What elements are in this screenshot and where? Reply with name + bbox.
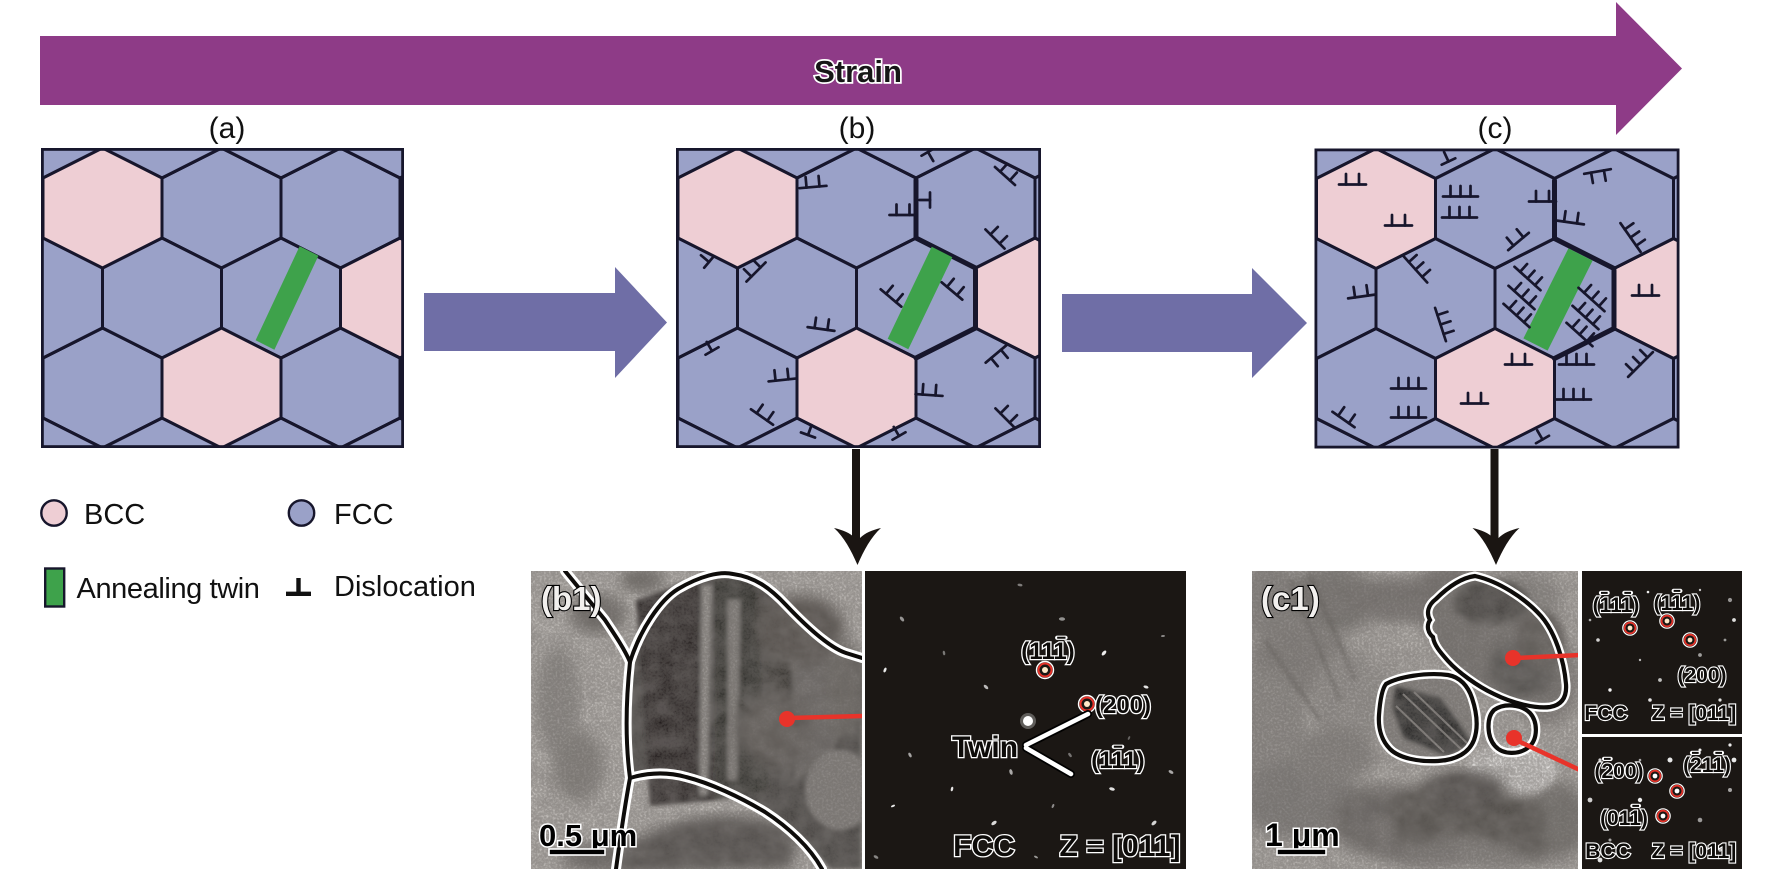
svg-text:BCC: BCC (1585, 840, 1631, 863)
svg-text:(c1): (c1) (1261, 580, 1320, 617)
svg-text:FCC: FCC (953, 830, 1015, 863)
svg-text:FCC: FCC (334, 499, 394, 531)
svg-text:Z = [011]: Z = [011] (1652, 702, 1737, 725)
svg-text:(c): (c) (1478, 112, 1513, 145)
svg-text:BCC: BCC (84, 499, 145, 531)
svg-text:0.5 μm: 0.5 μm (539, 818, 637, 853)
svg-text:(111): (111) (1021, 638, 1074, 665)
svg-text:(011): (011) (1600, 807, 1648, 830)
svg-text:Strain: Strain (814, 54, 902, 89)
svg-text:Annealing twin: Annealing twin (77, 573, 260, 605)
svg-text:(111): (111) (1654, 592, 1701, 615)
svg-text:(111): (111) (1091, 747, 1144, 774)
svg-text:(b1): (b1) (541, 580, 602, 617)
svg-text:(200): (200) (1095, 692, 1151, 719)
svg-text:Twin: Twin (952, 731, 1018, 764)
svg-text:1 μm: 1 μm (1265, 817, 1340, 853)
svg-text:(200): (200) (1677, 664, 1726, 687)
svg-text:(a): (a) (209, 112, 246, 145)
svg-text:Z = [011]: Z = [011] (1060, 830, 1181, 863)
svg-text:(200): (200) (1594, 760, 1643, 783)
svg-text:Z = [011]: Z = [011] (1652, 840, 1737, 863)
svg-text:FCC: FCC (1584, 702, 1627, 725)
svg-text:(b): (b) (839, 112, 876, 145)
svg-text:(211): (211) (1683, 754, 1731, 777)
svg-text:Dislocation: Dislocation (334, 571, 476, 603)
svg-text:(111): (111) (1593, 594, 1640, 617)
